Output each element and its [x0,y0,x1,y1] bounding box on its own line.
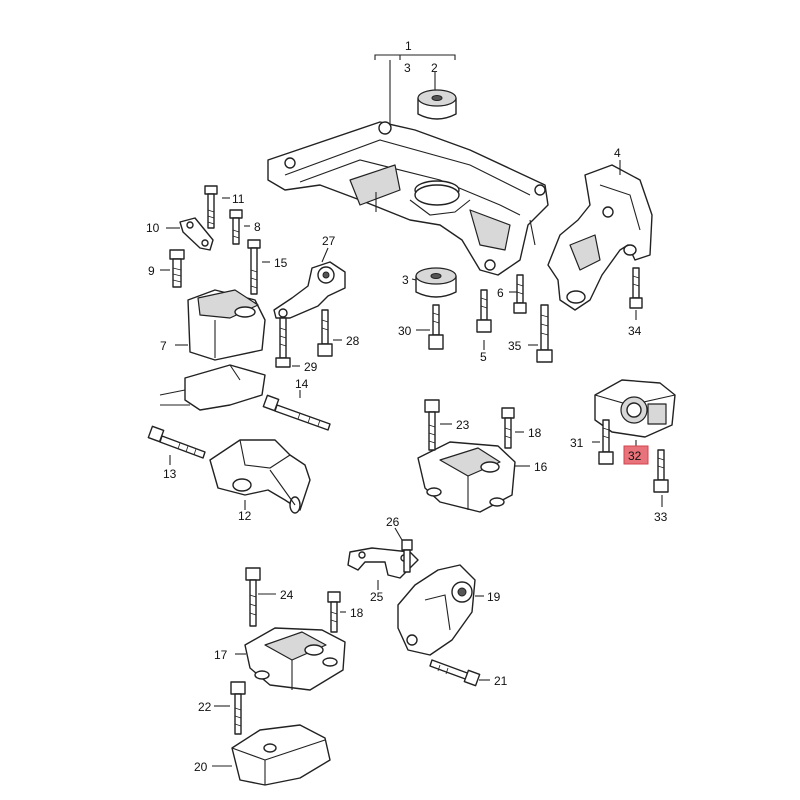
bushing-3 [415,267,457,298]
bracket-12 [209,439,311,514]
callout-label[interactable]: 9 [148,264,155,278]
callout-label[interactable]: 30 [398,324,412,338]
bolt-18-lower [327,591,341,633]
bolt-24 [245,567,261,627]
callout-label[interactable]: 21 [494,674,508,688]
callout-label[interactable]: 7 [160,339,167,353]
bolt-21 [429,659,481,687]
bolt-30 [428,304,444,350]
callout-label[interactable]: 5 [480,350,487,364]
callout-label[interactable]: 29 [304,360,318,374]
callout-label[interactable]: 14 [295,377,309,391]
callout-label[interactable]: 8 [254,220,261,234]
callout-label[interactable]: 19 [487,590,501,604]
callout-label[interactable]: 26 [386,515,400,529]
bolt-6 [513,274,527,314]
callout-label[interactable]: 27 [322,234,336,248]
engine-mount-7 [187,289,266,361]
callout-label[interactable]: 11 [232,192,245,206]
torque-arm-27 [273,261,346,319]
callout-label[interactable]: 3 [402,273,409,287]
bolt-23 [424,399,440,451]
callout-label[interactable]: 10 [146,221,160,235]
callout-label[interactable]: 6 [497,286,504,300]
callout-label[interactable]: 35 [508,339,522,353]
callout-label[interactable]: 15 [274,256,288,270]
transmission-mount-17 [244,627,346,691]
callout-label[interactable]: 1 [405,39,412,53]
bolt-31 [598,419,614,465]
bolt-22 [230,681,246,735]
callout-label[interactable]: 20 [194,760,208,774]
callout-label[interactable]: 18 [528,426,542,440]
bolts [147,185,669,735]
bracket-10 [179,217,214,251]
bolt-15 [247,239,261,295]
callout-label[interactable]: 24 [280,588,294,602]
callout-label[interactable]: 2 [431,61,438,75]
bolt-33 [653,449,669,493]
bolt-18-upper [501,407,515,449]
bolt-34 [629,267,643,309]
highlighted-callout-box [623,445,649,465]
bolt-28 [317,309,333,357]
callout-label[interactable]: 12 [238,509,252,523]
bolt-26 [401,539,413,573]
callout-labels: 1 3 2 4 11 10 8 27 15 9 3 6 30 34 28 7 3… [146,39,668,774]
bolt-35 [536,304,553,363]
bushing-2 [417,89,457,120]
transmission-mount-16 [417,441,516,513]
callout-label[interactable]: 3 [404,61,411,75]
bolt-8 [229,209,243,245]
bolt-11 [204,185,218,229]
callout-label[interactable]: 13 [163,467,177,481]
callout-1-bracket [374,54,456,125]
bracket-4 [547,164,653,311]
callout-label[interactable]: 17 [214,648,228,662]
callout-label[interactable]: 16 [534,460,548,474]
callout-label[interactable]: 34 [628,324,642,338]
callout-label[interactable]: 33 [654,510,668,524]
support-bracket [159,364,266,411]
bushing-mount-32 [594,379,676,438]
callout-label[interactable]: 31 [570,436,584,450]
leader-lines [160,55,663,767]
bolt-5 [476,289,492,333]
bolt-29 [275,317,291,368]
callout-label[interactable]: 22 [198,700,212,714]
subframe [267,121,549,276]
bolt-14 [262,394,331,431]
bracket-19 [397,564,476,656]
callout-label[interactable]: 32 [628,449,642,463]
callout-label[interactable]: 25 [370,590,384,604]
bolt-13 [147,425,206,459]
bracket-20 [231,724,331,786]
callout-label[interactable]: 23 [456,418,470,432]
callout-label[interactable]: 4 [614,146,621,160]
callout-label[interactable]: 28 [346,334,360,348]
callout-label[interactable]: 18 [350,606,364,620]
bolt-9 [169,249,185,288]
